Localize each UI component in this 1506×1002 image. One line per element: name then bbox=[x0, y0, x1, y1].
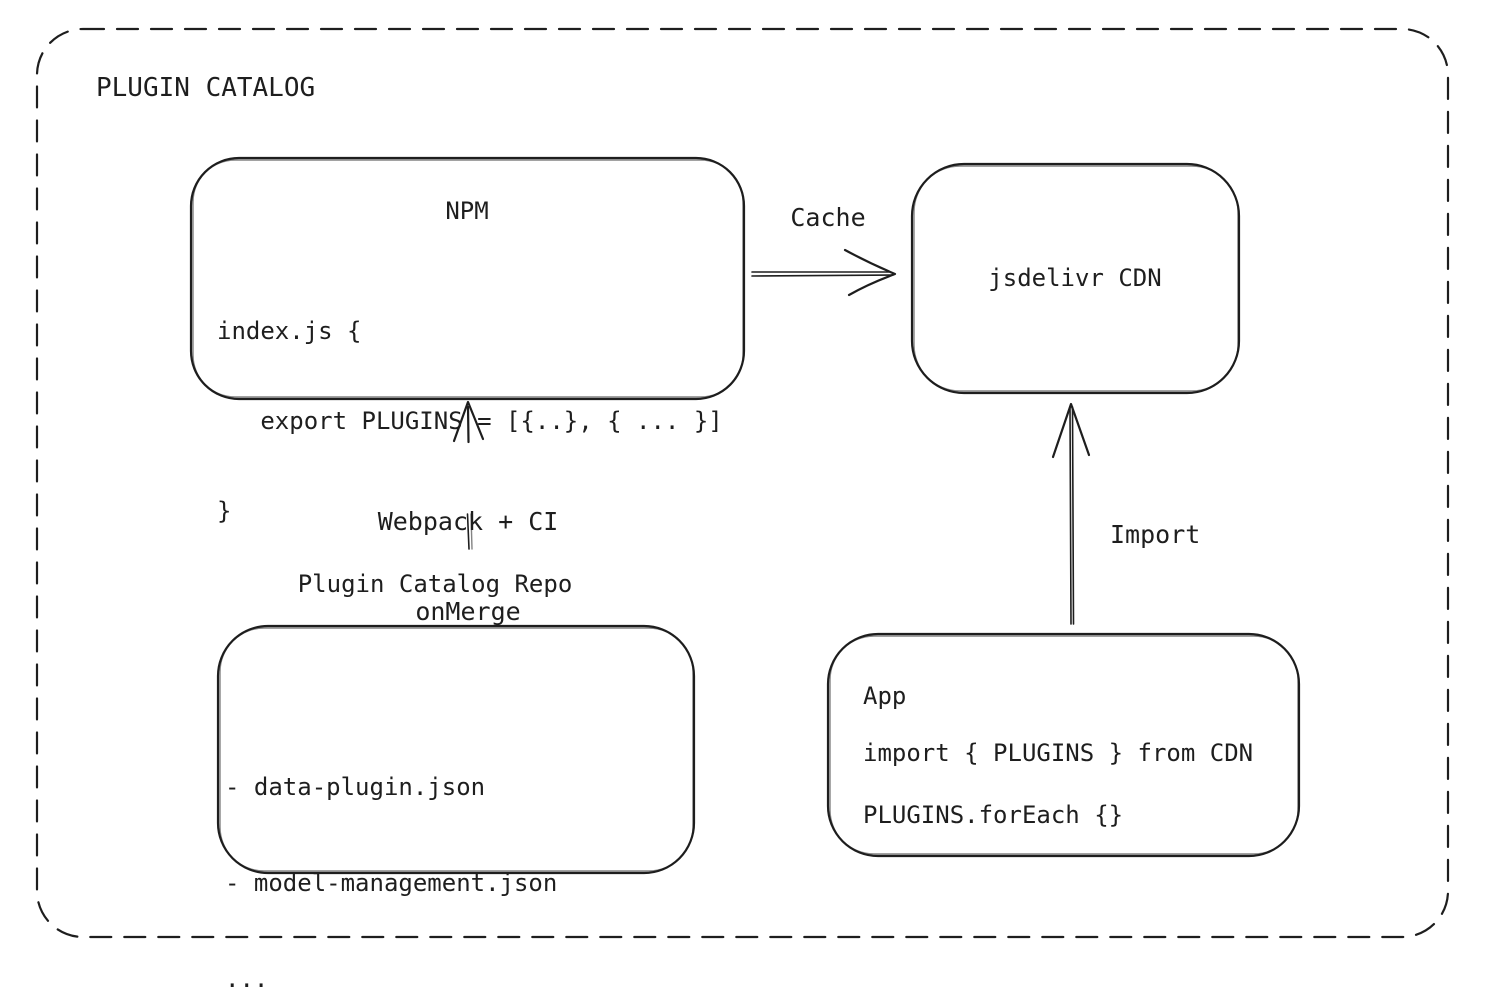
build-edge-label: Webpack + CI onMerge bbox=[378, 447, 559, 687]
repo-box bbox=[216, 624, 696, 875]
npm-code-line-3: } bbox=[217, 497, 232, 525]
build-edge-label-line-2: onMerge bbox=[415, 597, 521, 626]
npm-box-sketch-stroke bbox=[192, 159, 744, 398]
app-box-sketch-stroke bbox=[829, 635, 1299, 855]
npm-code: index.js { export PLUGINS = [{..}, { ...… bbox=[217, 256, 723, 586]
repo-file-item-3: ... bbox=[225, 965, 269, 993]
cache-arrow bbox=[751, 248, 897, 297]
build-edge-label-line-1: Webpack + CI bbox=[377, 507, 559, 536]
cdn-box-sketch-stroke bbox=[913, 165, 1239, 392]
npm-code-line-2: export PLUGINS = [{..}, { ... }] bbox=[217, 407, 723, 435]
import-edge-label: Import bbox=[1110, 520, 1201, 549]
npm-box bbox=[189, 156, 746, 401]
app-title: App bbox=[863, 682, 907, 710]
repo-file-item-2: - model-management.json bbox=[225, 869, 558, 897]
app-code-line-2: PLUGINS.forEach {} bbox=[863, 801, 1124, 829]
cache-edge-label: Cache bbox=[790, 203, 866, 232]
cdn-label: jsdelivr CDN bbox=[988, 264, 1162, 292]
plugin-catalog-boundary bbox=[35, 27, 1450, 939]
npm-title: NPM bbox=[445, 197, 489, 225]
repo-file-list: - data-plugin.json - model-management.js… bbox=[225, 707, 557, 1002]
app-code-line-1: import { PLUGINS } from CDN bbox=[863, 739, 1254, 767]
app-box bbox=[826, 632, 1301, 858]
cdn-box bbox=[910, 162, 1241, 395]
import-arrow bbox=[1051, 402, 1091, 625]
repo-file-item-1: - data-plugin.json bbox=[225, 773, 486, 801]
repo-title: Plugin Catalog Repo bbox=[297, 570, 573, 598]
diagram-title: PLUGIN CATALOG bbox=[96, 73, 316, 103]
build-arrow bbox=[452, 400, 485, 550]
npm-code-line-1: index.js { bbox=[217, 317, 362, 345]
repo-box-sketch-stroke bbox=[219, 627, 694, 872]
